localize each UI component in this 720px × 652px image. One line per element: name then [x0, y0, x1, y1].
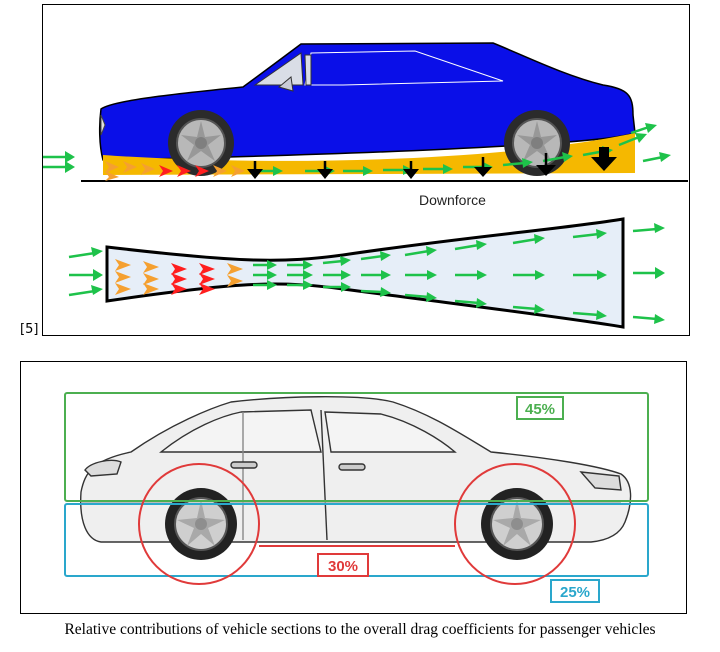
downforce-label: Downforce [419, 192, 486, 208]
wheel-icon [165, 488, 237, 560]
wheels-percent: 30% [328, 558, 358, 575]
wheels-badge [317, 553, 369, 577]
drag-contribution-diagram: 45% 25% 30% [64, 392, 649, 603]
upper-region-badge [516, 396, 564, 420]
upper-region-percent: 45% [525, 401, 555, 418]
reference-marker: [5] [20, 322, 39, 337]
upper-region-box [64, 392, 649, 502]
figure-caption: Relative contributions of vehicle sectio… [64, 621, 656, 638]
underbody-airflow-arrows [43, 123, 671, 181]
underbody-floor [103, 133, 635, 175]
downforce-diagram-panel: Downforce [42, 4, 690, 336]
downforce-arrow-icon [247, 147, 617, 179]
front-wheel-region [138, 463, 260, 585]
wheel-icon [481, 488, 553, 560]
lower-region-percent: 25% [560, 584, 590, 601]
wheel-icon [168, 110, 234, 176]
car-body-icon [98, 42, 636, 161]
duct-airflow-arrows [68, 223, 665, 324]
drag-contribution-panel: 45% 25% 30% [20, 361, 687, 614]
lower-region-badge [550, 579, 600, 603]
wheel-icon [504, 110, 570, 176]
rear-wheel-region [454, 463, 576, 585]
downforce-diagram: Downforce [43, 42, 688, 329]
venturi-duct-icon [105, 217, 625, 329]
